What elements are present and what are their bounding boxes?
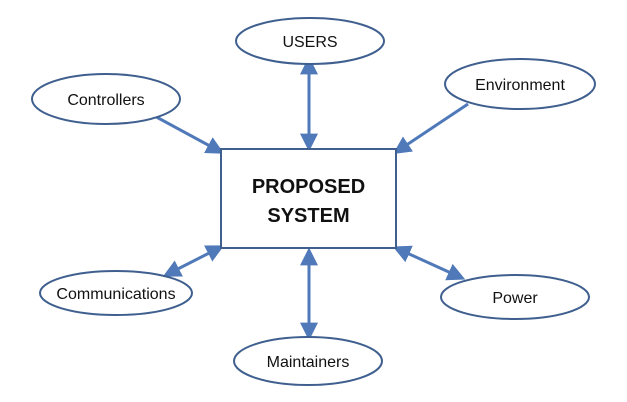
controllers-label: Controllers <box>67 92 144 109</box>
proposed-system-line-1: PROPOSED <box>252 176 365 198</box>
proposed-system-line-2: SYSTEM <box>267 205 349 227</box>
maintainers-node <box>233 336 383 386</box>
power-connector <box>392 245 466 281</box>
proposed-system-box <box>220 148 397 249</box>
controllers-node <box>31 73 181 125</box>
environment-label: Environment <box>475 77 565 94</box>
communications-label: Communications <box>56 286 175 303</box>
controllers-connector <box>148 111 225 154</box>
communications-node <box>39 270 193 316</box>
communications-connector <box>162 245 225 277</box>
users-node <box>235 17 385 65</box>
users-label: USERS <box>282 34 337 51</box>
power-node <box>440 274 590 320</box>
power-label: Power <box>492 290 538 307</box>
environment-node <box>444 58 596 110</box>
environment-connector <box>393 102 469 154</box>
maintainers-label: Maintainers <box>267 354 350 371</box>
